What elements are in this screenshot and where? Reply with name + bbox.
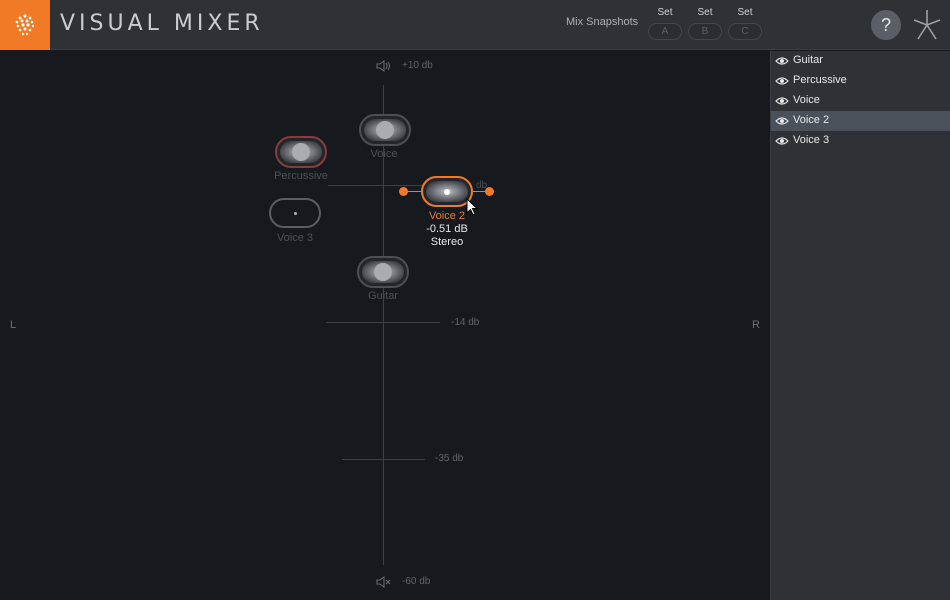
track-percussive-label: Percussive xyxy=(274,170,328,182)
db-tag: db xyxy=(476,180,488,191)
track-percussive-knob[interactable] xyxy=(275,136,327,168)
logo-icon xyxy=(15,14,35,36)
snapshot-a[interactable]: Set A xyxy=(647,7,683,40)
eye-icon[interactable] xyxy=(775,136,789,146)
track-list-item[interactable]: Voice xyxy=(771,91,950,111)
mix-snapshots-label: Mix Snapshots xyxy=(566,16,639,28)
snapshot-b-button[interactable]: B xyxy=(688,23,722,40)
top-db-label: +10 db xyxy=(402,60,433,71)
track-list-item[interactable]: Percussive xyxy=(771,71,950,91)
db-label-14: -14 db xyxy=(451,317,480,328)
level-line-14 xyxy=(326,322,440,323)
help-button[interactable]: ? xyxy=(871,10,901,40)
network-icon[interactable] xyxy=(911,8,943,42)
track-voice-knob[interactable] xyxy=(359,114,411,146)
track-list-item-selected[interactable]: Voice 2 xyxy=(771,111,950,131)
snapshot-b[interactable]: Set B xyxy=(687,7,723,40)
level-line-35 xyxy=(342,459,425,460)
track-list-label: Voice xyxy=(793,94,820,106)
right-label: R xyxy=(752,319,760,331)
selected-track-info: Voice 2 -0.51 dB Stereo xyxy=(416,210,478,249)
level-line-selected xyxy=(328,185,438,186)
track-list-label: Voice 3 xyxy=(793,134,830,146)
track-voice2-knob[interactable] xyxy=(421,176,473,207)
track-list-panel: Guitar Percussive Voice Voice 2 Voice 3 xyxy=(770,51,950,600)
snapshot-set-label[interactable]: Set xyxy=(697,7,713,18)
eye-icon[interactable] xyxy=(775,56,789,66)
eye-icon[interactable] xyxy=(775,116,789,126)
track-list-label: Voice 2 xyxy=(793,114,830,126)
speaker-mute-icon xyxy=(376,576,391,588)
app-title: VISUAL MIXER xyxy=(60,11,264,36)
snapshot-c[interactable]: Set C xyxy=(727,7,763,40)
track-list-label: Percussive xyxy=(793,74,847,86)
selected-track-name: Voice 2 xyxy=(428,210,466,222)
bottom-db-label: -60 db xyxy=(402,576,431,587)
selected-track-mode: Stereo xyxy=(430,236,464,248)
width-handle-left[interactable] xyxy=(399,187,408,196)
track-guitar-label: Guitar xyxy=(368,290,398,302)
track-guitar-knob[interactable] xyxy=(357,256,409,288)
eye-icon[interactable] xyxy=(775,76,789,86)
snapshot-set-label[interactable]: Set xyxy=(657,7,673,18)
mouse-cursor-icon xyxy=(466,198,479,216)
track-list-item[interactable]: Guitar xyxy=(771,51,950,71)
app-logo xyxy=(0,0,50,50)
track-list-label: Guitar xyxy=(793,54,823,66)
header-bar: VISUAL MIXER Mix Snapshots Set A Set B S… xyxy=(0,0,950,50)
db-label-35: -35 db xyxy=(435,453,464,464)
track-voice-label: Voice xyxy=(370,148,398,160)
track-voice3-knob[interactable] xyxy=(269,198,321,228)
width-handle-right[interactable] xyxy=(485,187,494,196)
snapshot-c-button[interactable]: C xyxy=(728,23,762,40)
center-axis xyxy=(383,85,384,565)
track-list-item[interactable]: Voice 3 xyxy=(771,131,950,151)
mixer-stage[interactable]: +10 db -14 db -35 db L R Voice Percussiv… xyxy=(0,51,770,600)
snapshot-a-button[interactable]: A xyxy=(648,23,682,40)
snapshot-set-label[interactable]: Set xyxy=(737,7,753,18)
left-label: L xyxy=(10,319,17,331)
speaker-loud-icon xyxy=(376,60,390,72)
selected-track-gain: -0.51 dB xyxy=(426,223,468,235)
eye-icon[interactable] xyxy=(775,96,789,106)
track-voice3-label: Voice 3 xyxy=(276,232,314,244)
